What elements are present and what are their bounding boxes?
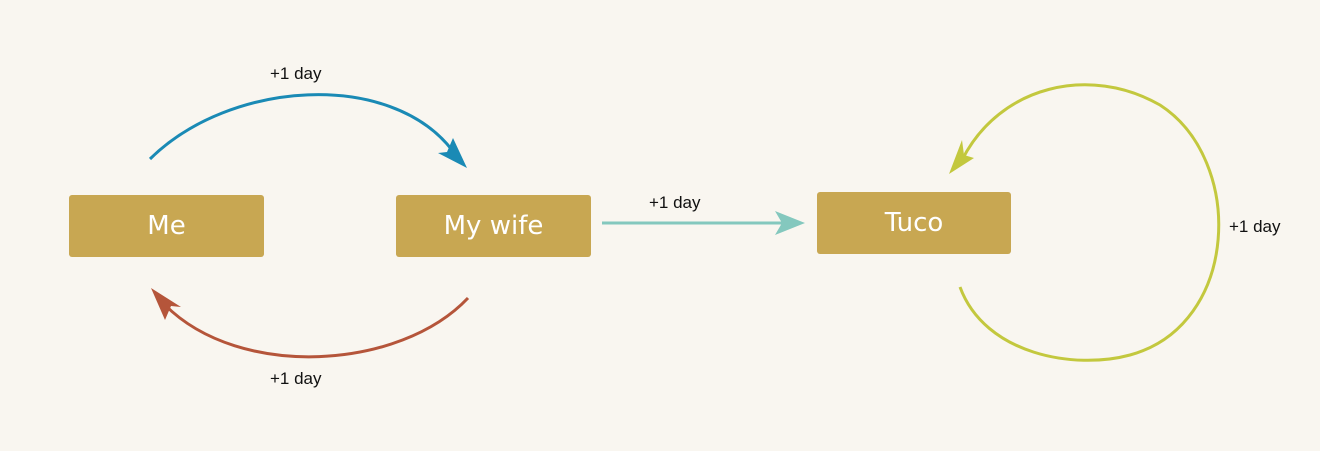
node-tuco: Tuco — [817, 192, 1011, 254]
edge-wife-to-me — [163, 296, 470, 359]
edge-tuco-self — [958, 83, 1221, 362]
edge-label-tuco-self: +1 day — [1229, 217, 1281, 236]
arrowhead-wife-to-tuco — [775, 211, 805, 235]
node-me-label: Me — [147, 211, 186, 241]
edge-label-wife-to-me: +1 day — [270, 369, 322, 388]
arrowhead-me-to-wife — [438, 138, 467, 168]
node-tuco-label: Tuco — [884, 208, 944, 238]
node-my-wife-label: My wife — [443, 211, 544, 241]
edge-label-me-to-wife: +1 day — [270, 64, 322, 83]
arrowhead-wife-to-me — [151, 288, 181, 320]
edge-me-to-wife — [148, 93, 454, 161]
node-my-wife: My wife — [396, 195, 591, 257]
arrowhead-tuco-self — [949, 140, 974, 174]
node-me: Me — [69, 195, 264, 257]
edge-label-wife-to-tuco: +1 day — [649, 193, 701, 212]
